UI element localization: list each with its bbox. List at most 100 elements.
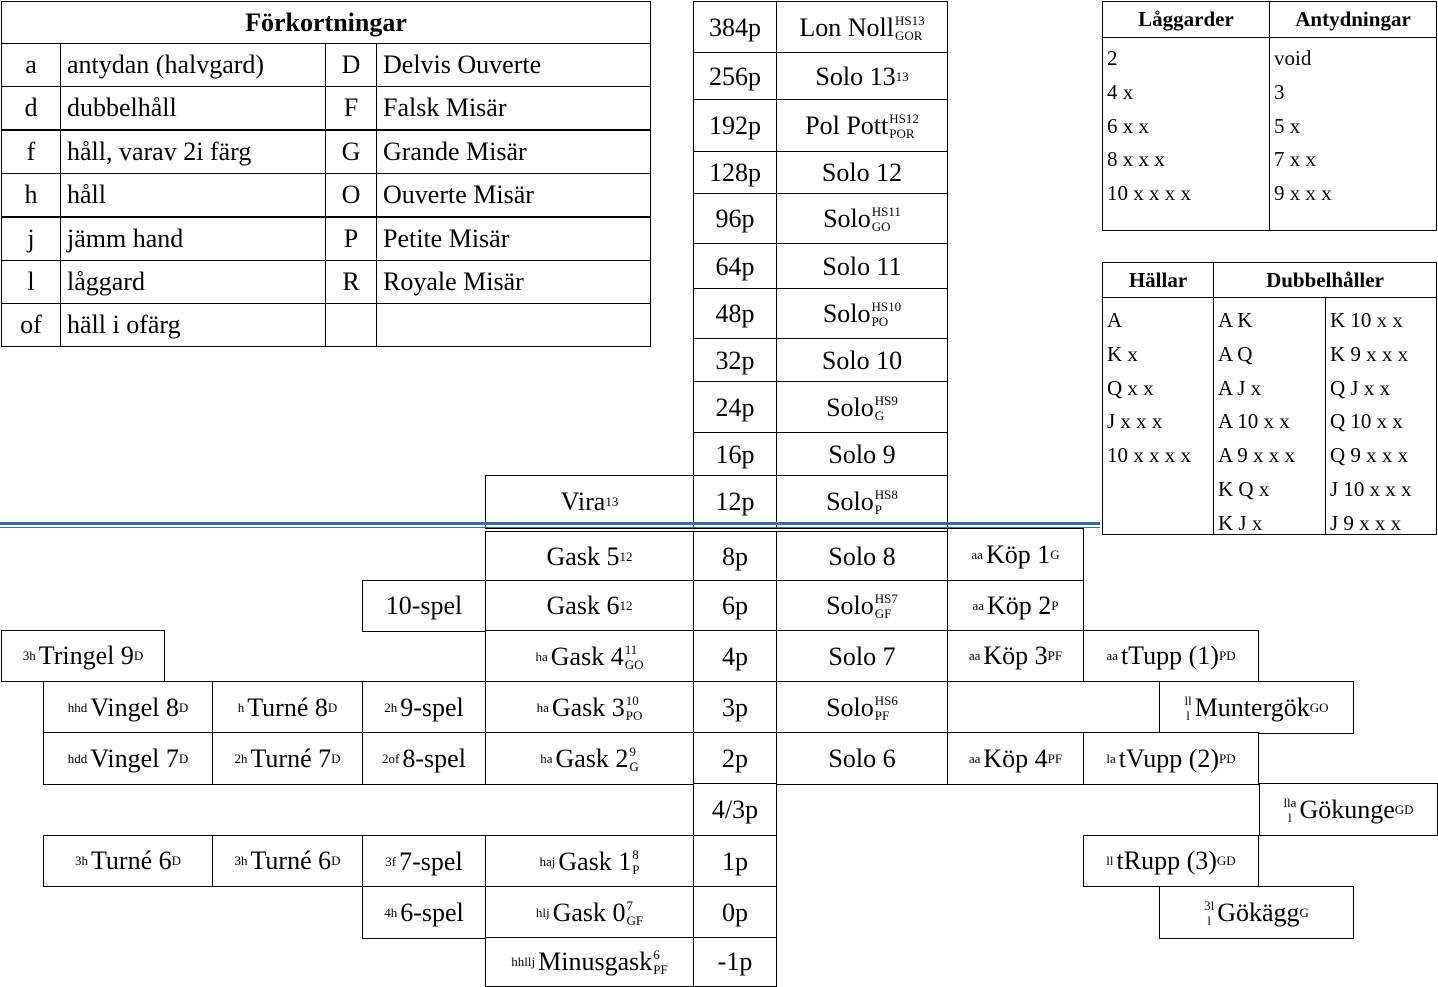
kop-cell-label: Köp 4 — [983, 743, 1048, 773]
spel-cell-prefix: 2of — [382, 750, 400, 766]
list-item: J 9 x x x — [1330, 510, 1402, 535]
list-item: K Q x — [1218, 476, 1270, 501]
solo-cell-sup: HS13 — [894, 12, 925, 28]
solo-cell-label: Solo 13 — [815, 61, 896, 91]
spel-cell: 10-spel — [362, 580, 486, 632]
tupp-cell-label: tTupp (1) — [1120, 641, 1219, 670]
points-cell: 32p — [693, 338, 777, 383]
solo-cell-label: Solo 12 — [821, 158, 903, 187]
list-item: J 10 x x x — [1330, 476, 1412, 501]
solo-cell-label: Solo 7 — [828, 641, 896, 671]
solo-cell: Solo 11 — [776, 243, 948, 290]
solo-cell-sub: P — [874, 502, 883, 517]
points-cell: -1p — [693, 937, 777, 987]
tupp-cell-prefix: aa — [1106, 648, 1118, 663]
solo-cell: Solo 8 — [776, 531, 948, 582]
list-item: A 10 x x — [1218, 409, 1290, 434]
solo-cell-label: Solo 9 — [828, 439, 896, 469]
list-item: Q 9 x x x — [1330, 443, 1409, 468]
solo-cell-sub: GF — [874, 606, 892, 621]
gask-cell-sub: P — [632, 861, 640, 877]
points-cell: 12p — [693, 475, 777, 529]
abbr-text: jämm hand — [60, 217, 326, 261]
list-item: void — [1274, 46, 1312, 70]
antydningar-header: Antydningar — [1269, 1, 1437, 38]
gask-cell-sup: 11 — [624, 641, 638, 657]
abbr-code: j — [1, 217, 61, 261]
gokagg-cell-prefix-top: 3l — [1204, 897, 1215, 913]
empty-cell — [947, 681, 1160, 734]
list-item: K 9 x x x — [1330, 341, 1409, 366]
solo-cell-sup: HS6 — [874, 692, 898, 708]
kop-cell-prefix: aa — [968, 750, 981, 766]
spel-cell-label: 10-spel — [385, 591, 463, 620]
tupp-cell-label: tVupp (2) — [1118, 743, 1220, 773]
tupp-cell-prefix: ll — [1106, 853, 1114, 868]
kop-cell-label: Köp 1 — [985, 540, 1051, 569]
abbr-code2: G — [325, 130, 377, 174]
list-item: 2 — [1107, 46, 1118, 70]
abbr-code: l — [1, 260, 61, 304]
solo-cell-label: Solo — [823, 204, 871, 233]
solo-cell-sub: POR — [889, 126, 915, 141]
gask-cell-prefix: hhllj — [511, 954, 536, 969]
kop-cell-prefix: aa — [968, 648, 981, 663]
gask-cell-label: Gask 0 — [552, 897, 626, 927]
list-item: J x x x — [1107, 409, 1163, 434]
solo-cell-sub: PO — [871, 314, 889, 329]
points-cell: 24p — [693, 381, 777, 434]
abbr-code2: F — [325, 86, 377, 130]
points-cell: 0p — [693, 886, 777, 939]
solo-cell-sup: HS7 — [874, 591, 898, 606]
list-item: Q x x — [1107, 375, 1154, 400]
abbr-text2: Royale Misär — [376, 260, 651, 304]
abbr-text: häll i ofärg — [60, 303, 326, 347]
points-cell: 96p — [693, 193, 777, 245]
points-cell: 16p — [693, 432, 777, 477]
kop-cell-label: Köp 2 — [987, 591, 1052, 620]
gask-cell-prefix: ha — [535, 648, 548, 664]
gask-cell-label: Gask 2 — [555, 743, 629, 773]
solo-cell-label: Solo — [826, 392, 874, 422]
solo-cell-label: Solo 11 — [822, 251, 902, 281]
gokunge-cell-prefix-bottom: l — [1288, 809, 1292, 825]
solo-cell: Solo 7 — [776, 630, 948, 683]
solo-cell-sup: HS12 — [889, 111, 919, 126]
list-item: A — [1107, 308, 1123, 332]
gask-cell-sub: PO — [625, 707, 643, 723]
spel-cell-label: 7-spel — [399, 846, 463, 876]
turne-cell-label: Turné 6 — [90, 846, 172, 875]
list-item: 4 x — [1107, 79, 1134, 104]
abbr-text: håll, varav 2i färg — [60, 130, 326, 174]
gask-cell-prefix: haj — [539, 853, 556, 869]
gask-cell-label: Gask 4 — [550, 641, 624, 671]
points-cell: 3p — [693, 681, 777, 734]
abbr-text2: Falsk Misär — [376, 86, 651, 130]
list-item: 8 x x x — [1107, 147, 1165, 172]
gokagg-cell-label: Gökägg — [1217, 897, 1300, 927]
solo-cell-label: Solo — [822, 299, 871, 328]
list-item: A K — [1218, 308, 1253, 332]
solo-cell-sub: GOR — [894, 27, 923, 43]
abbr-text: låggard — [60, 260, 326, 304]
list-item: A J x — [1218, 375, 1262, 400]
